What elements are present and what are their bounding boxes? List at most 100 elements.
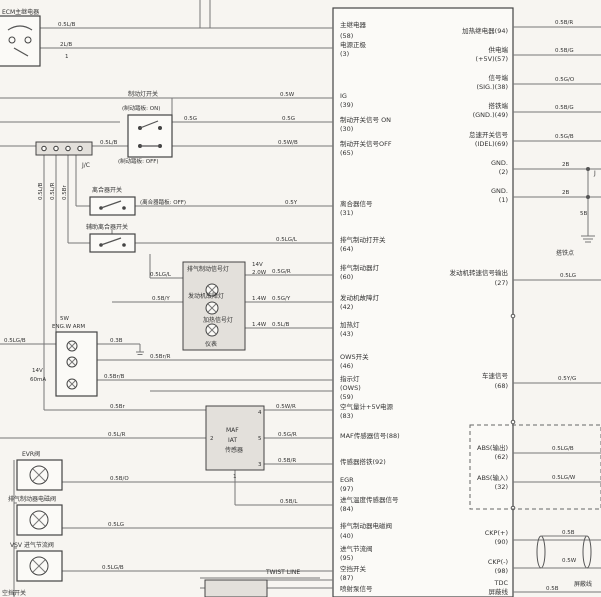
svg-text:制动灯开关: 制动灯开关 xyxy=(128,90,158,98)
ecu-r-1b: (+5V)(57) xyxy=(476,55,508,63)
svg-text:2: 2 xyxy=(210,436,214,442)
svg-text:发动机故障灯: 发动机故障灯 xyxy=(188,292,224,300)
svg-text:MAF传感器信号(88): MAF传感器信号(88) xyxy=(340,431,400,440)
ecu-l-8b: (42) xyxy=(340,303,353,311)
svg-text:0.5W/R: 0.5W/R xyxy=(276,404,296,410)
ecu-l-3b: (30) xyxy=(340,125,353,133)
svg-text:0.3B: 0.3B xyxy=(110,338,123,344)
svg-text:0.5B/G: 0.5B/G xyxy=(555,105,574,111)
svg-text:0.5G/R: 0.5G/R xyxy=(272,269,291,275)
svg-text:空气量计+5V电源: 空气量计+5V电源 xyxy=(340,402,394,411)
wv-2: 0.5Br xyxy=(62,184,68,200)
svg-text:(IDEL)(69): (IDEL)(69) xyxy=(475,140,508,148)
brake-switch xyxy=(127,114,173,158)
wl-2: 1 xyxy=(65,54,69,60)
svg-text:1: 1 xyxy=(65,54,69,60)
svg-text:制动开关信号OFF: 制动开关信号OFF xyxy=(340,139,392,148)
svg-text:(90): (90) xyxy=(495,538,508,546)
wr-5: 2B xyxy=(562,162,569,168)
wl-1: 2L/B xyxy=(60,42,72,48)
ecu-r-8a: 车速信号 xyxy=(482,371,509,380)
svg-text:14V: 14V xyxy=(252,262,263,268)
wl-23: 0.5G/R xyxy=(278,432,297,438)
ecu-l-16a: EGR xyxy=(340,476,354,484)
exhaust-valve-label: 排气制动器电磁阀 xyxy=(8,495,56,503)
wl-26: 0.5B/L xyxy=(280,499,298,505)
wl-27: 0.5LG xyxy=(108,522,124,528)
svg-text:5B: 5B xyxy=(580,211,587,217)
ecu-r-9b: (62) xyxy=(495,453,508,461)
svg-text:J: J xyxy=(593,170,596,177)
ecu-r-2a: 信号端 xyxy=(489,73,509,82)
twist-line-label: TWIST LINE xyxy=(265,569,300,576)
svg-text:0.5G: 0.5G xyxy=(184,116,197,122)
svg-text:0.5B/G: 0.5B/G xyxy=(555,48,574,54)
wl-22: 0.5W/R xyxy=(276,404,296,410)
wl-28: 0.5LG/B xyxy=(102,565,124,571)
svg-text:J/C: J/C xyxy=(81,162,90,169)
svg-text:0.5B/L: 0.5B/L xyxy=(280,499,298,505)
svg-text:加热信号灯: 加热信号灯 xyxy=(203,316,233,324)
lamp-rating-1: 2.0W xyxy=(252,270,267,276)
svg-text:(59): (59) xyxy=(340,393,353,401)
wl-16: 0.5LG/B xyxy=(4,338,26,344)
ecu-r-12a: CKP(-) xyxy=(488,558,508,566)
wl-25: 0.5B/O xyxy=(110,476,129,482)
svg-text:0.5G/B: 0.5G/B xyxy=(555,134,574,140)
svg-text:(31): (31) xyxy=(340,209,353,217)
ecu-l-2b: (39) xyxy=(340,101,353,109)
ecu-l-15: 传感器搭铁(92) xyxy=(340,457,386,466)
svg-text:仪表: 仪表 xyxy=(205,340,217,348)
svg-text:传感器搭铁(92): 传感器搭铁(92) xyxy=(340,457,386,466)
svg-text:0.5B/R: 0.5B/R xyxy=(555,20,573,26)
svg-text:2B: 2B xyxy=(562,162,569,168)
ecu-l-6b: (64) xyxy=(340,245,353,253)
svg-text:0.5L/B: 0.5L/B xyxy=(58,22,76,28)
svg-text:1: 1 xyxy=(233,474,237,480)
svg-text:0.5Br/R: 0.5Br/R xyxy=(150,354,171,360)
ecu-r-6a: GND. xyxy=(491,187,508,195)
maf-pin-2: 2 xyxy=(210,436,214,442)
neutral-label: 空挡开关 xyxy=(2,589,26,597)
wl-17: 0.3B xyxy=(110,338,123,344)
svg-text:加热继电器(94): 加热继电器(94) xyxy=(462,26,508,35)
svg-text:(27): (27) xyxy=(495,279,508,287)
ecu-l-13a: 空气量计+5V电源 xyxy=(340,402,394,411)
brake-on-label: (制动踏板: ON) xyxy=(122,104,160,112)
ecu-l-0a: 主继电器 xyxy=(340,20,367,29)
ecu-right-labels: 加热继电器(94) 供电端 (+5V)(57) 信号端 (SIG.)(38) 搭… xyxy=(450,26,509,596)
ecu-l-14: MAF传感器信号(88) xyxy=(340,431,400,440)
twist-line-box xyxy=(204,579,268,597)
shield-label: 屏蔽线 xyxy=(574,580,592,588)
ecu-l-19a: 进气节流阀 xyxy=(340,544,373,553)
svg-text:(65): (65) xyxy=(340,149,353,157)
ecu-r-3a: 搭铁端 xyxy=(489,101,509,110)
clutch-switch-label: 离合器开关 xyxy=(92,186,122,194)
shielded-cable-icon xyxy=(536,535,592,569)
svg-text:0.5L/R: 0.5L/R xyxy=(50,182,56,200)
svg-text:排气制动器灯: 排气制动器灯 xyxy=(340,263,380,272)
ecu-r-6b: (1) xyxy=(499,196,508,204)
ecu-l-11b: (OWS) xyxy=(340,384,361,392)
svg-text:0.5W/B: 0.5W/B xyxy=(278,140,298,146)
wl-5: 0.5G xyxy=(282,116,295,122)
v14-label: 14V xyxy=(252,262,263,268)
maf-pin-1: 1 xyxy=(233,474,237,480)
jc-block xyxy=(35,141,93,156)
exhaust-lamp-label: 排气制动信号灯 xyxy=(187,265,229,273)
ecu-l-17a: 进气温度传感器信号 xyxy=(340,495,399,504)
wr-1: 0.5B/G xyxy=(555,48,574,54)
ecu-l-20a: 空挡开关 xyxy=(340,564,367,573)
wl-10: 0.5LG/L xyxy=(150,272,172,278)
svg-text:主继电器: 主继电器 xyxy=(340,20,367,29)
wl-14: 0.5L/B xyxy=(272,322,290,328)
wr-0: 0.5B/R xyxy=(555,20,573,26)
j-right-label: J xyxy=(593,170,596,177)
svg-text:(制动踏板: ON): (制动踏板: ON) xyxy=(122,104,160,112)
evr-label: EVR阀 xyxy=(22,450,40,458)
ecu-l-11a: 指示灯 xyxy=(340,374,360,383)
svg-text:0.5Y/G: 0.5Y/G xyxy=(558,376,576,382)
svg-text:空挡开关: 空挡开关 xyxy=(340,564,367,573)
wl-19: 0.5Br/B xyxy=(104,374,125,380)
svg-text:排气制动信号灯: 排气制动信号灯 xyxy=(187,265,229,273)
